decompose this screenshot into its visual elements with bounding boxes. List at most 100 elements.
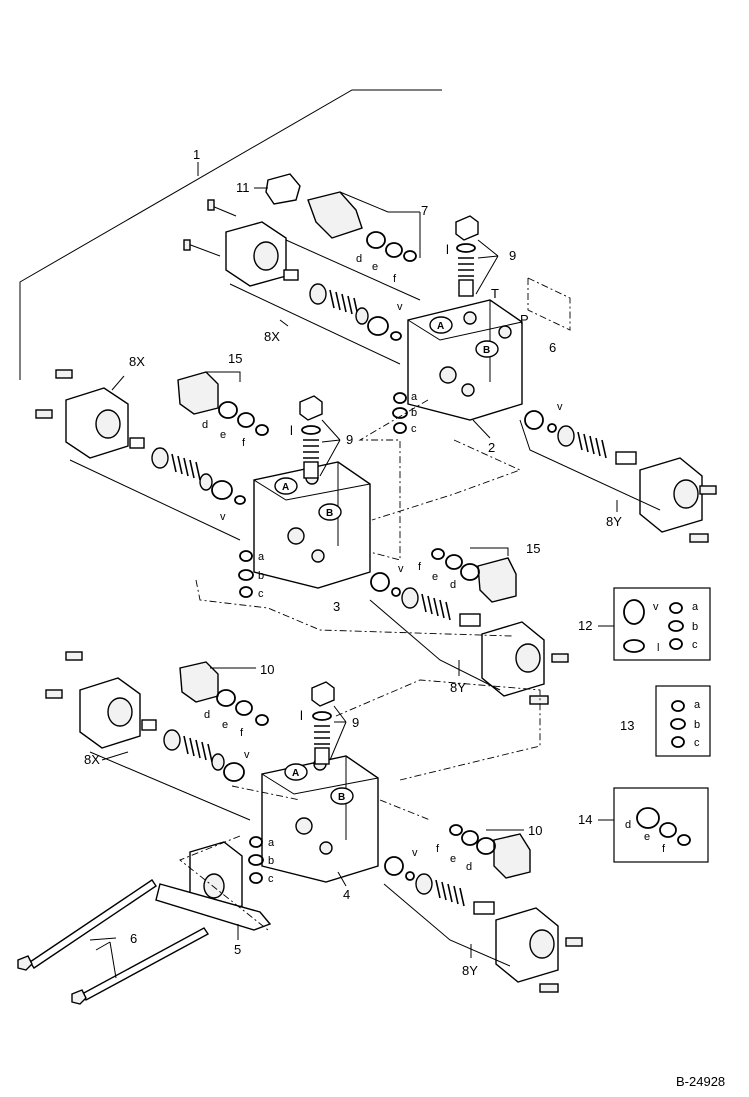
svg-text:f: f: [393, 273, 397, 285]
callout-8y-low: 8Y: [462, 963, 478, 978]
drawing-reference: B-24928: [676, 1074, 725, 1089]
svg-text:a: a: [258, 551, 265, 563]
svg-text:b: b: [268, 855, 274, 867]
callout-9-mid: 9: [346, 432, 353, 447]
callout-9-top: 9: [509, 248, 516, 263]
svg-text:f: f: [662, 843, 666, 855]
callout-8x-top: 8X: [264, 329, 280, 344]
svg-text:e: e: [220, 429, 226, 441]
seal-kit-12: v l a b c 12: [578, 587, 711, 661]
svg-text:v: v: [412, 847, 418, 859]
svg-text:e: e: [450, 853, 456, 865]
spool-15-upper: [177, 371, 219, 415]
svg-text:d: d: [466, 861, 472, 873]
svg-text:d: d: [204, 709, 210, 721]
svg-text:d: d: [450, 579, 456, 591]
callout-8x-mid: 8X: [129, 354, 145, 369]
svg-text:v: v: [220, 511, 226, 523]
svg-text:A: A: [437, 321, 444, 332]
spool-7: [307, 191, 363, 239]
svg-text:A: A: [292, 768, 299, 779]
svg-text:v: v: [397, 301, 403, 313]
callout-3: 3: [333, 599, 340, 614]
svg-text:a: a: [268, 837, 275, 849]
port-a-circle: [429, 316, 453, 334]
svg-text:v: v: [653, 601, 659, 613]
connector-lines: [179, 399, 541, 931]
svg-text:c: c: [694, 737, 700, 749]
callout-8y-top: 8Y: [606, 514, 622, 529]
seal-kit-13: a b c 13: [620, 685, 711, 757]
svg-text:c: c: [692, 639, 698, 651]
svg-text:6: 6: [549, 340, 556, 355]
svg-text:v: v: [557, 401, 563, 413]
svg-text:v: v: [244, 749, 250, 761]
svg-text:f: f: [436, 843, 440, 855]
callout-11: 11: [236, 180, 250, 195]
end-cap-8y-mid: [481, 621, 545, 697]
svg-text:a: a: [411, 391, 418, 403]
seal-kit-12-box: [613, 587, 711, 661]
svg-text:b: b: [694, 719, 700, 731]
spool-15-lower: [477, 557, 517, 603]
callout-9-low: 9: [352, 715, 359, 730]
svg-text:e: e: [432, 571, 438, 583]
callout-6: 6: [130, 931, 137, 946]
svg-text:d: d: [625, 819, 631, 831]
end-cap-8y-top: [639, 457, 703, 533]
callout-8x-low: 8X: [84, 752, 100, 767]
svg-text:b: b: [258, 570, 264, 582]
svg-text:c: c: [258, 588, 264, 600]
svg-text:a: a: [694, 699, 701, 711]
svg-text:B: B: [326, 508, 333, 519]
svg-text:l: l: [290, 423, 293, 438]
section-3-assembly: A B 3 a b c l 9 15 d e f: [35, 351, 569, 705]
svg-text:f: f: [240, 727, 244, 739]
tie-rod-upper: [29, 879, 157, 969]
svg-text:B: B: [483, 345, 490, 356]
callout-15-upper: 15: [228, 351, 242, 366]
callout-1: 1: [193, 147, 200, 162]
callout-5: 5: [234, 942, 241, 957]
port-t-label: T: [491, 286, 499, 301]
seal-kit-14: d e f 14: [578, 787, 709, 863]
part-11: [265, 173, 301, 205]
svg-text:l: l: [300, 708, 303, 723]
callout-7: 7: [421, 203, 428, 218]
end-cap-8y-low: [495, 907, 559, 983]
seal-kit-14-box: [613, 787, 709, 863]
callout-10-upper: 10: [260, 662, 274, 677]
valve-body-4: [261, 755, 379, 883]
svg-text:f: f: [242, 437, 246, 449]
callout-12: 12: [578, 618, 592, 633]
assembly-leader-1: 1: [19, 89, 442, 380]
svg-text:e: e: [222, 719, 228, 731]
svg-text:l: l: [446, 242, 449, 257]
callout-8y-mid: 8Y: [450, 680, 466, 695]
port-p-label: P: [520, 312, 529, 327]
callout-4: 4: [343, 887, 350, 902]
svg-text:b: b: [411, 407, 417, 419]
port-b-circle: [475, 340, 499, 358]
svg-text:l: l: [657, 642, 659, 654]
svg-text:c: c: [268, 873, 274, 885]
svg-text:v: v: [398, 563, 404, 575]
callout-10-lower: 10: [528, 823, 542, 838]
svg-text:e: e: [644, 831, 650, 843]
svg-text:e: e: [372, 261, 378, 273]
section-2-assembly: A B T P 6 2 a b c l 9 7 d e: [183, 173, 717, 543]
callout-14: 14: [578, 812, 592, 827]
seal-kit-13-box: [655, 685, 711, 757]
svg-text:a: a: [692, 601, 699, 613]
svg-text:A: A: [282, 482, 289, 493]
svg-text:c: c: [411, 423, 417, 435]
callout-2: 2: [488, 440, 495, 455]
svg-text:f: f: [418, 561, 422, 573]
callout-15-lower: 15: [526, 541, 540, 556]
svg-text:B: B: [338, 792, 345, 803]
svg-text:d: d: [202, 419, 208, 431]
svg-text:d: d: [356, 253, 362, 265]
section-4-assembly: A B 4 a b c l 9 10 d e f: [17, 651, 583, 1005]
callout-13: 13: [620, 718, 634, 733]
